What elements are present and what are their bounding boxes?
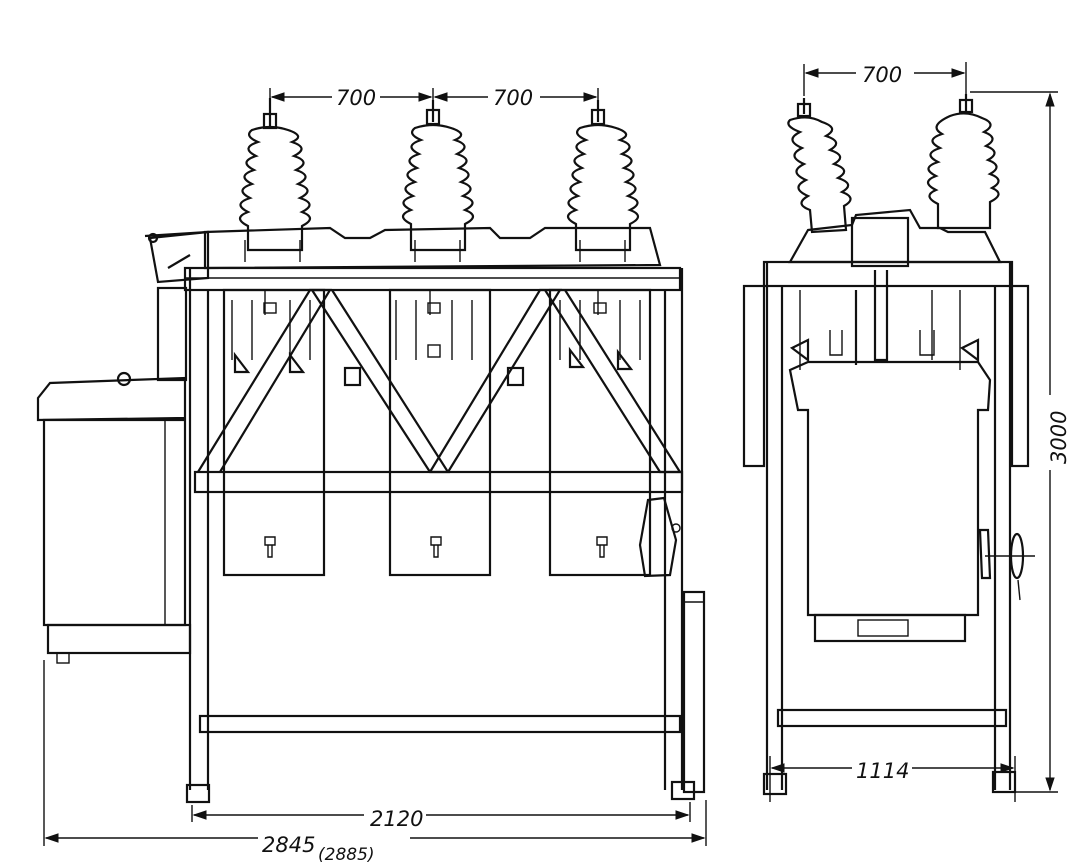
operating-mechanism (144, 230, 210, 382)
dim-label-2845: 2845 (262, 833, 315, 857)
frame-posts (185, 268, 696, 804)
dim-label-front-700-left: 700 (336, 86, 376, 110)
bottom-crossbar (198, 714, 682, 734)
dim-base-width (769, 756, 1016, 802)
top-frame-rail (183, 266, 682, 292)
contact-chambers (222, 288, 652, 577)
side-view: 700 3000 1114 (742, 62, 1071, 802)
side-plate-left (742, 284, 766, 468)
side-bushing-right (926, 94, 1000, 230)
dim-label-2120: 2120 (370, 807, 423, 831)
control-cabinet (36, 371, 192, 664)
side-tank (788, 270, 992, 643)
drive-handle (638, 496, 706, 794)
dim-overall-width (43, 660, 707, 846)
dim-label-3000: 3000 (1047, 411, 1071, 464)
cross-bracing (193, 288, 684, 494)
dim-label-2885: (2885) (318, 845, 375, 864)
dim-height (970, 91, 1058, 793)
side-mechanism-box (850, 216, 910, 268)
side-handle (978, 528, 1035, 601)
dim-label-front-700-right: 700 (493, 86, 533, 110)
tank-housing (203, 226, 662, 270)
dim-phase-spacing-side (803, 62, 967, 96)
dim-leg-span (191, 802, 691, 822)
dim-phase-spacing-front (269, 88, 599, 112)
side-plate-right (1010, 284, 1030, 468)
bushing-left (238, 98, 312, 252)
side-bushing-left (787, 98, 852, 234)
front-view: 700 700 2120 2845 (2885) (36, 86, 707, 864)
dim-label-side-700: 700 (862, 63, 902, 87)
dim-label-1114: 1114 (856, 759, 909, 783)
